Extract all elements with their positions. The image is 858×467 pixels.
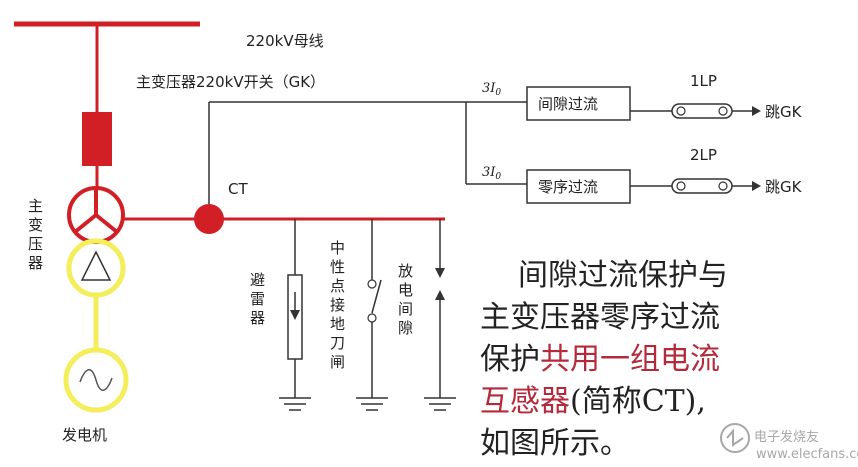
lp1-label: 1LP xyxy=(690,72,717,90)
ground-symbol-3 xyxy=(424,397,456,411)
watermark-url: www.elecfans.com xyxy=(756,447,858,462)
switch-label-3: 点 xyxy=(330,277,345,295)
description-line-4: 互感器(简称CT), xyxy=(480,384,706,419)
description-line-5: 如图所示。 xyxy=(480,426,630,461)
ground-symbol-1 xyxy=(279,397,311,411)
trip2-label: 跳GK xyxy=(765,178,803,196)
switch-label-7: 闸 xyxy=(330,353,345,371)
gap-label-4: 隙 xyxy=(398,319,413,337)
description-line-3: 保护共用一组电流 xyxy=(480,342,720,377)
switch-label-5: 地 xyxy=(330,315,345,333)
switch-label-4: 接 xyxy=(330,296,345,314)
main-switch-label: 主变压器220kV开关（GK） xyxy=(136,73,325,91)
switch-label-2: 性 xyxy=(330,258,345,276)
watermark-text: 电子发烧友 xyxy=(754,429,819,445)
transformer-label-3: 压 xyxy=(28,235,43,253)
gap-label-2: 电 xyxy=(398,281,413,299)
transformer-label-2: 变 xyxy=(28,216,43,234)
generator-label: 发电机 xyxy=(62,426,107,444)
arrester-label-2: 雷 xyxy=(250,290,265,308)
zero-sequence-label: 零序过流 xyxy=(538,178,598,196)
breaker-gk xyxy=(82,112,112,166)
current-label-top: 3I0 xyxy=(482,81,501,98)
lp2-label: 2LP xyxy=(690,146,717,164)
neutral-grounding-switch xyxy=(371,279,382,314)
gap-label-3: 间 xyxy=(398,300,413,318)
gap-overcurrent-label: 间隙过流 xyxy=(538,95,598,113)
transformer-label-4: 器 xyxy=(28,254,43,272)
current-label-bottom: 3I0 xyxy=(482,165,501,182)
transformer-symbol xyxy=(67,186,125,244)
description-line-2: 主变压器零序过流 xyxy=(480,300,720,335)
busbar-label: 220kV母线 xyxy=(246,32,324,50)
zero-sequence-relay xyxy=(526,169,631,204)
ct-symbol xyxy=(194,204,224,234)
watermark-logo: 电子发烧友 www.elecfans.com xyxy=(720,423,858,462)
switch-label-1: 中 xyxy=(330,239,345,257)
delta-winding-symbol xyxy=(66,238,126,298)
gap-overcurrent-relay xyxy=(526,86,631,121)
trip1-label: 跳GK xyxy=(765,103,803,121)
arrester-label-3: 器 xyxy=(250,309,265,327)
description-line-1: 间隙过流保护与 xyxy=(518,258,728,293)
generator-symbol xyxy=(63,347,129,413)
ground-symbol-2 xyxy=(356,397,388,411)
gap-label-1: 放 xyxy=(398,262,413,280)
arrester-label-1: 避 xyxy=(250,271,265,289)
ct-label: CT xyxy=(228,180,248,198)
transformer-label-1: 主 xyxy=(28,197,43,215)
switch-label-6: 刀 xyxy=(330,334,345,352)
